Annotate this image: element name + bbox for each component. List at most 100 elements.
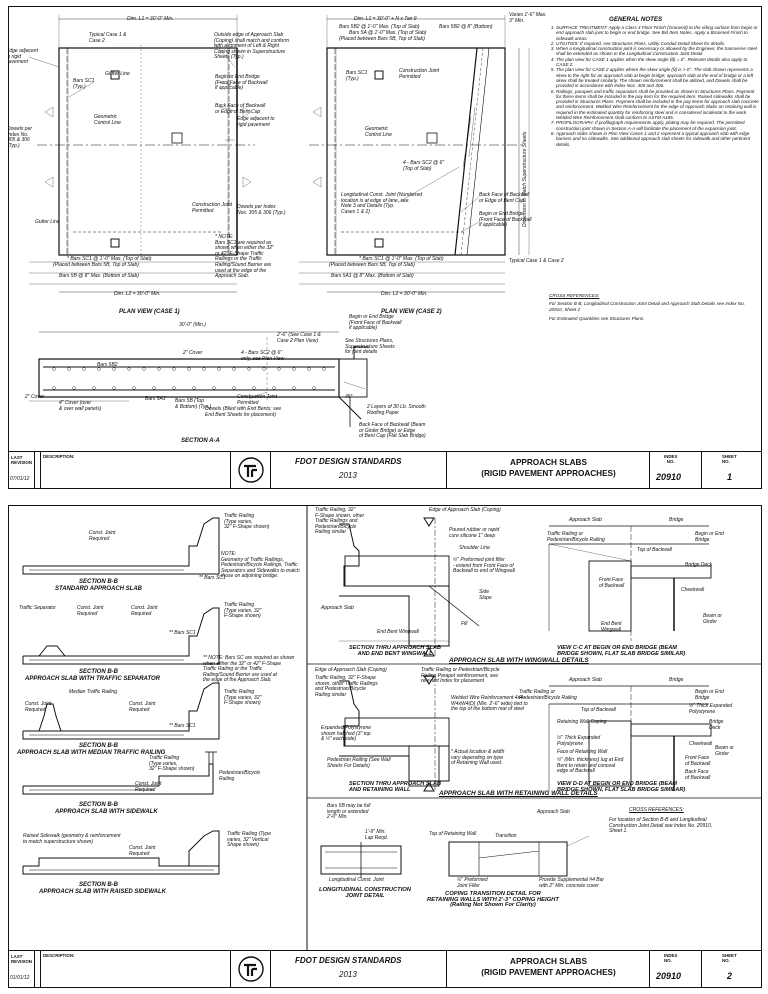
ped-railing-label: Pedestrian/Bicycle Railing	[219, 770, 261, 782]
general-note: Railings, parapets and traffic separator…	[556, 89, 759, 121]
org-name: FDOT DESIGN STANDARDS	[295, 956, 402, 965]
const-joint-label: Const. Joint Required	[77, 605, 104, 617]
wingwall-railing-label: Traffic Railing, 32" F-Shape shown, othe…	[315, 507, 365, 536]
sec-dowels-label: Dowels (Biled with End Bents; see End Be…	[205, 406, 282, 418]
section-a-a-slab	[38, 358, 340, 398]
traffic-railing-5-label: Traffic Railing (Type varies, 32" Vertic…	[227, 831, 271, 849]
cc-begin-label: Begin or End Bridge	[695, 531, 724, 543]
sec-45-label: 45°	[345, 394, 353, 400]
dd-thick2-label: ½" Thick Expanded Polystyrene	[557, 735, 601, 747]
dowels-index-label: Dowels per Index No. 305 & 306 (Typ.)	[8, 126, 33, 149]
sec-structures-label: See Structures Plans, Superstructure She…	[345, 338, 395, 356]
rw-railing-r-label: Traffic Railing or Pedestrian/Bicycle Ra…	[421, 667, 500, 685]
traffic-separator-label: Traffic Separator	[19, 605, 56, 611]
dd-coping-label: Retaining Wall Coping	[557, 719, 607, 725]
cc-approach-label: Approach Slab	[569, 517, 602, 523]
lcj-title: LONGITUDINAL CONSTRUCTION JOINT DETAIL	[319, 887, 411, 899]
note-geometry-label: NOTE: Geometry of Traffic Railings, Pede…	[221, 551, 300, 580]
sec-2cover-label: 2" Cover	[25, 394, 45, 400]
cc-railing-label: Traffic Railing or Pedestrian/Bicycle Ra…	[547, 531, 605, 543]
dim-l1-case2-label: Dim. L1 = 30'-0" + N x Tan θ	[354, 16, 417, 22]
sheet-title-line2: (RIGID PAVEMENT APPROACHES)	[481, 469, 616, 478]
bars-5a2-label: * Bars SC1 @ 1'-0" Max. (Top of Slab)	[67, 256, 152, 262]
bars-5a-case2-label: Bars 5A @ 1'-0" Max. (Top of Slab)	[349, 30, 427, 36]
cc-cheekwall-label: Cheekwall	[681, 587, 705, 593]
view-cc-title: VIEW C-C AT BEGIN OR END BRIDGE (BEAM BR…	[557, 645, 686, 657]
sec-bars-sa1-label: Bars 5A1	[145, 396, 166, 402]
dowels-index-2-label: Dowels per Index Nos. 305 & 306 (Typ.)	[237, 204, 286, 216]
dd-back-face-label: Back Face of Backwall	[685, 769, 711, 781]
begin-end-bridge-label: Begin or End Bridge (Front Face of Backw…	[215, 74, 268, 92]
bars-5a2-case2-label: * Bars SC1 @ 1'-0" Max. (Top of Slab)	[359, 256, 444, 262]
revision-date: 01/01/12	[10, 975, 30, 981]
description-label: DESCRIPTION:	[43, 953, 75, 958]
back-face-backwall-label: Back Face of Backwall or Edge of Bent Ca…	[215, 103, 266, 115]
bars-5b-bot-label: Bars 5B @ 8" Max. (Bottom of Slab)	[59, 273, 139, 279]
fdot-logo-icon	[238, 956, 264, 982]
sheet-1: Dim. L1 = 30'-0" Min. Dim. L1 = 30'-0" +…	[8, 6, 762, 489]
bars-5b1-placed-2-label: (Placed between Bars 5B, Top of Slab)	[339, 36, 425, 42]
bars-5b1-placed-3-label: (Placed between Bars 5B, Top of Slab)	[329, 262, 415, 268]
cross-references: CROSS REFERENCES: For Section B-B, Longi…	[549, 293, 754, 321]
sec-const-joint-label: Construction Joint Permitted	[237, 394, 278, 406]
plan-view-case1-title: PLAN VIEW (CASE 1)	[119, 309, 180, 315]
sec-cover-label: 2" Cover	[183, 350, 203, 356]
dd-face-rw-label: Face of Retaining Wall	[557, 749, 608, 755]
last-revision-label: LAST REVISION	[11, 954, 32, 964]
bars-sc1-case2-label: Bars SC1 (Typ.)	[346, 70, 368, 82]
sec-begin-end-label: Begin or End Bridge (Front Face of Backw…	[349, 314, 402, 332]
index-label: INDEX NO.	[664, 454, 678, 464]
title-block: LAST REVISION 07/01/12 DESCRIPTION: FDOT…	[9, 451, 761, 488]
rw-wwr-label: Welded Wire Reinforcement 4x4 - W4xW4(D)…	[451, 695, 528, 713]
sec-bars-sb-label: Bars 5B (Top & Bottom) (Typ.)	[175, 398, 212, 410]
general-note: When a longitudinal construction joint i…	[556, 46, 759, 57]
cc-bridge-label: Bridge	[669, 517, 684, 523]
ct-title: COPING TRANSITION DETAIL FOR RETAINING W…	[427, 891, 559, 909]
wingwall-side-slope-label: Side Slope	[479, 589, 492, 601]
dd-top-backwall-label: Top of Backwall	[581, 707, 616, 713]
bars-sc1-label: ** Bars SC1	[199, 575, 226, 581]
view-dd-title: VIEW D-D AT BEGIN OR END BRIDGE (BEAM BR…	[557, 781, 686, 793]
general-note: The plan view for CASE 1 applies when th…	[556, 57, 759, 68]
section-bb-raised-subtitle: APPROACH SLAB WITH RAISED SIDEWALK	[39, 889, 167, 895]
sec-back-face-label: Back Face of Backwall (Beam or Girder Br…	[359, 422, 426, 440]
const-joint-label: Const. Joint Required	[135, 781, 162, 793]
rw-ped-railing-label: Pedestrian Railing (See Wall Sheets For …	[327, 757, 391, 769]
bars-sc2-label: 4 - Bars SC2 @ 6" (Top of Slab)	[403, 160, 445, 172]
sec-30-label: 30'-0" (Min.)	[179, 322, 206, 328]
sheet-title-line1: APPROACH SLABS	[510, 957, 587, 966]
cc-top-backwall-label: Top of Backwall	[637, 547, 672, 553]
traffic-railing-4-label: Traffic Railing (Type varies, 32" F-Shap…	[149, 755, 195, 773]
rw-polystyrene-label: Expanded Polystyrene shown hatched (3" t…	[321, 725, 372, 743]
sheet-label: SHEET NO.	[722, 953, 737, 963]
wingwall-end-bent-label: End Bent Wingwall	[377, 629, 419, 635]
section-bar-dots	[52, 367, 326, 390]
ct-top-rw-label: Top of Retaining Wall	[429, 831, 477, 837]
construction-joint-label: Construction Joint Permitted	[192, 202, 233, 214]
typical-case-label: Typical Case 1 & Case 2	[89, 32, 127, 44]
section-bb-sidewalk-title: SECTION B-B	[79, 802, 118, 808]
gutter-line-label: Gutter Line	[105, 71, 130, 77]
back-face-backwall-2-label: Back Face of Backwall or Edge of Bent Ca…	[479, 192, 530, 204]
dd-front-face-label: Front Face of Backwall	[685, 755, 711, 767]
bars-5b2-top-label: Bars 5B2 @ 1'-0" Max. (Top of Slab)	[339, 24, 420, 30]
const-joint-label: Const. Joint Required	[129, 845, 156, 857]
wingwall-poured-label: Poured rubber or rapid cure silicone 1" …	[449, 527, 500, 539]
rw-edge-label: Edge of Approach Slab (Coping)	[315, 667, 387, 673]
title-block: LAST REVISION 01/01/12 DESCRIPTION: FDOT…	[9, 950, 761, 987]
dd-thick-label: ½" Thick Expanded Polystyrene	[689, 703, 733, 715]
begin-end-bridge-2-label: Begin or End Bridge (Front Face of Backw…	[479, 211, 532, 229]
cc-bridge-deck-label: Bridge Deck	[685, 562, 713, 568]
sheet-1-drawing	[28, 15, 530, 427]
typical-case-r-label: Typical Case 1 & Case 2	[509, 258, 564, 264]
rw-actual-label: * Actual location & width vary depending…	[451, 749, 505, 767]
sheet-title-line1: APPROACH SLABS	[510, 458, 587, 467]
bars-5b2-bot-label: Bars 5B2 @ 8" (Bottom)	[439, 24, 493, 30]
note-star-label: * NOTE: Bars SC1 are required as shown w…	[215, 234, 274, 280]
sec-bars-b2-label: Bars 5B2	[97, 362, 118, 368]
general-notes-list: SURFACE TREATMENT: Apply a Class 4 Floor…	[549, 25, 759, 147]
wingwall-fill-label: Fill	[461, 621, 468, 627]
sec-cover-sides-label: 4" Cover (over & over wall panels)	[59, 400, 102, 412]
wingwall-preformed-label: ½" Preformed joint filler - extend from …	[453, 557, 515, 575]
section-a-a-title: SECTION A-A	[181, 438, 220, 444]
